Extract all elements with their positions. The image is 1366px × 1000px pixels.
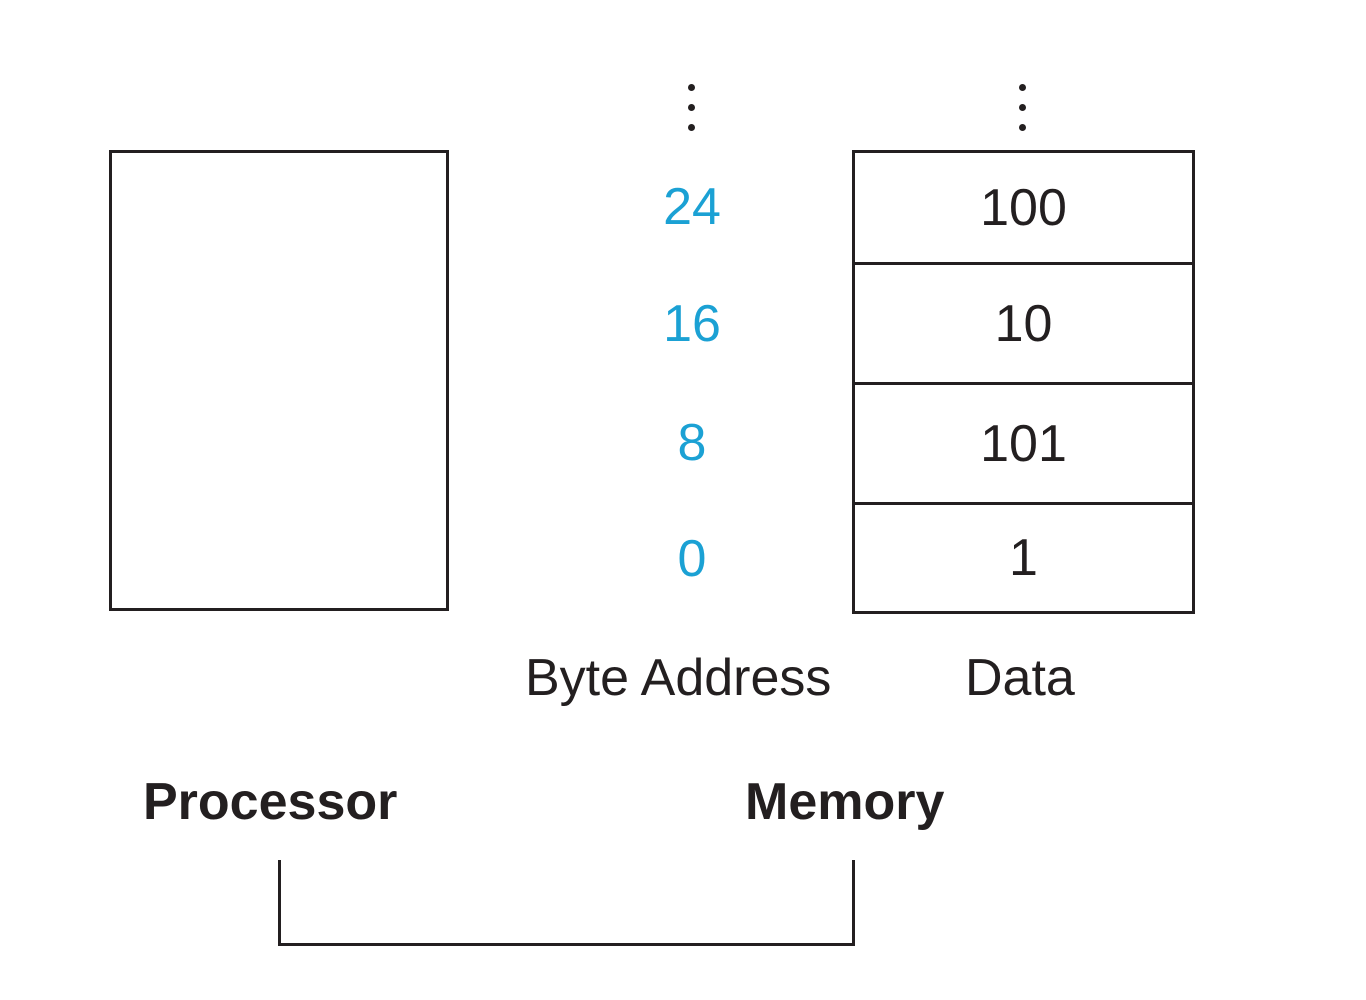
- memory-data-value: 101: [980, 414, 1067, 473]
- byte-address: 16: [663, 295, 721, 353]
- data-ellipsis: [1018, 84, 1028, 144]
- address-ellipsis: [687, 84, 697, 144]
- memory-data-cell: 1: [855, 505, 1192, 611]
- processor-box: [109, 150, 449, 611]
- byte-address: 0: [677, 530, 707, 588]
- memory-data-value: 1: [1009, 529, 1038, 587]
- memory-data-value: 100: [980, 178, 1067, 237]
- memory-label: Memory: [745, 773, 945, 831]
- processor-label: Processor: [143, 773, 398, 831]
- data-header: Data: [965, 649, 1075, 707]
- byte-address-header: Byte Address: [525, 649, 832, 707]
- memory-data-table: 100 10 101 1: [852, 150, 1195, 614]
- byte-address: 24: [663, 178, 721, 236]
- processor-memory-bus: [278, 860, 855, 946]
- memory-data-cell: 101: [855, 385, 1192, 505]
- byte-address-column: 24 16 8 0: [592, 150, 792, 612]
- byte-address: 8: [677, 414, 707, 472]
- memory-data-cell: 100: [855, 153, 1192, 265]
- memory-data-value: 10: [994, 294, 1053, 353]
- memory-data-cell: 10: [855, 265, 1192, 385]
